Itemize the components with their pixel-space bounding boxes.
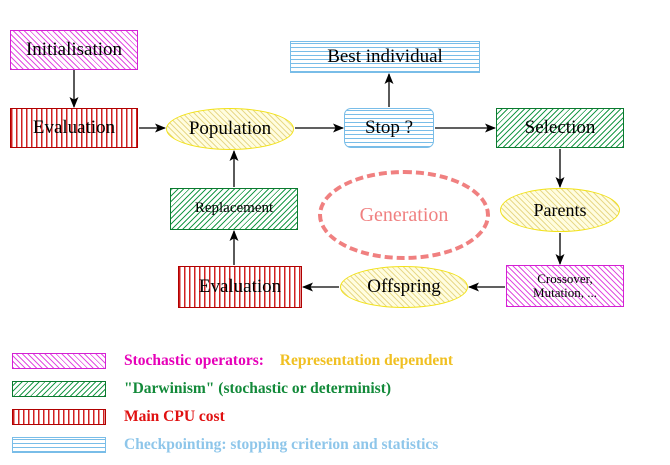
legend-label-main-cpu-cost: Main CPU cost: [124, 408, 225, 425]
node-parents[interactable]: Parents: [500, 188, 620, 232]
legend-label-checkpointing: Checkpointing: stopping criterion and st…: [124, 436, 439, 453]
node-selection[interactable]: Selection: [496, 108, 624, 148]
node-crossover-mutation[interactable]: Crossover, Mutation, ...: [506, 265, 624, 307]
generation-annotation: Generation: [318, 170, 490, 260]
node-best-individual[interactable]: Best individual: [290, 41, 480, 73]
node-label-stop: Stop ?: [364, 117, 414, 139]
legend-label-darwinism: "Darwinism" (stochastic or determinist): [124, 380, 392, 397]
node-label-offspring: Offspring: [367, 276, 441, 298]
node-evaluation-top[interactable]: Evaluation: [10, 108, 138, 148]
node-population[interactable]: Population: [166, 108, 294, 150]
node-label-replacement: Replacement: [194, 200, 274, 217]
generation-label: Generation: [359, 203, 449, 226]
legend-label-representation-dependent: Representation dependent: [279, 352, 454, 369]
node-label-population: Population: [188, 118, 272, 140]
node-label-parents: Parents: [533, 199, 587, 220]
node-offspring[interactable]: Offspring: [340, 266, 468, 308]
node-stop[interactable]: Stop ?: [344, 108, 434, 148]
node-label-selection: Selection: [524, 117, 596, 139]
legend-label-stochastic-operators: Stochastic operators:: [124, 352, 264, 369]
node-label-crossover-mutation: Crossover, Mutation, ...: [533, 271, 597, 300]
node-label-initialisation: Initialisation: [25, 39, 123, 61]
node-initialisation[interactable]: Initialisation: [10, 30, 138, 70]
node-label-best-individual: Best individual: [327, 46, 443, 68]
node-label-evaluation-bottom: Evaluation: [198, 276, 282, 298]
legend-swatch-red: [12, 409, 106, 425]
legend-swatch-blue: [12, 437, 106, 453]
legend-row-cpu-cost: Main CPU cost: [0, 406, 670, 428]
legend-swatch-magenta: [12, 353, 106, 369]
node-replacement[interactable]: Replacement: [170, 188, 298, 230]
legend-row-checkpointing: Checkpointing: stopping criterion and st…: [0, 434, 670, 456]
node-label-evaluation-top: Evaluation: [32, 117, 116, 139]
legend-row-darwinism: "Darwinism" (stochastic or determinist): [0, 378, 670, 400]
node-evaluation-bottom[interactable]: Evaluation: [178, 266, 302, 308]
legend-row-stochastic: Stochastic operators: Representation dep…: [0, 350, 670, 372]
legend-swatch-green: [12, 381, 106, 397]
